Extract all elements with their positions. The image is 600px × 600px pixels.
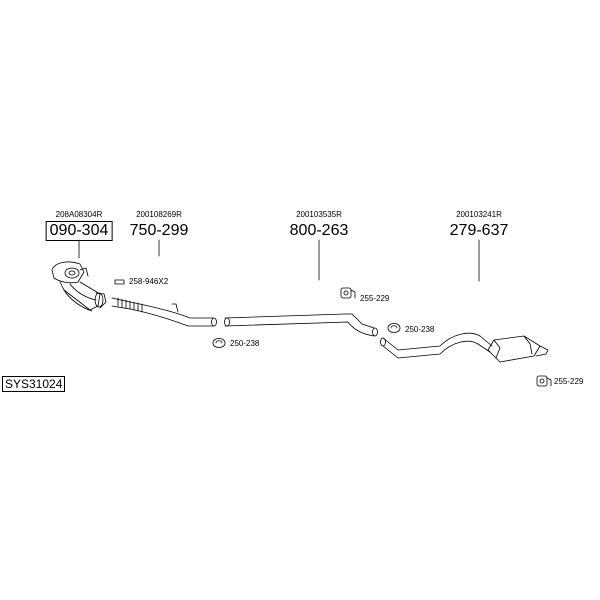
accessory-label-250-238-right[interactable]: 250-238	[405, 325, 435, 334]
hanger-255-229-upper-drawing	[340, 287, 356, 299]
part-number-3[interactable]: 800-263	[289, 222, 349, 239]
part-number-1[interactable]: 090-304	[45, 221, 113, 241]
part-ref-3: 200103535R	[296, 210, 342, 219]
system-code-label: SYS31024	[2, 376, 66, 392]
accessory-label-255-229-upper[interactable]: 255-229	[360, 294, 390, 303]
accessory-label-258-946x2[interactable]: 258-946X2	[129, 277, 169, 286]
middle-pipe-drawing	[224, 313, 378, 337]
part-number-4[interactable]: 279-637	[449, 222, 509, 239]
hanger-255-229-lower-drawing	[536, 375, 552, 387]
part-ref-2: 200108269R	[136, 210, 182, 219]
gasket-258-946-drawing	[114, 279, 125, 285]
front-pipe-drawing	[111, 297, 217, 327]
accessory-label-255-229-lower[interactable]: 255-229	[554, 377, 584, 386]
part-number-2[interactable]: 750-299	[129, 222, 189, 239]
part-ref-1: 208A08304R	[55, 210, 103, 219]
catalytic-converter-drawing	[51, 261, 107, 312]
clamp-250-238-left-drawing	[212, 338, 226, 348]
accessory-label-250-238-left[interactable]: 250-238	[230, 339, 260, 348]
clamp-250-238-right-drawing	[387, 323, 401, 333]
part-ref-4: 200103241R	[456, 210, 502, 219]
rear-silencer-drawing	[380, 332, 549, 363]
